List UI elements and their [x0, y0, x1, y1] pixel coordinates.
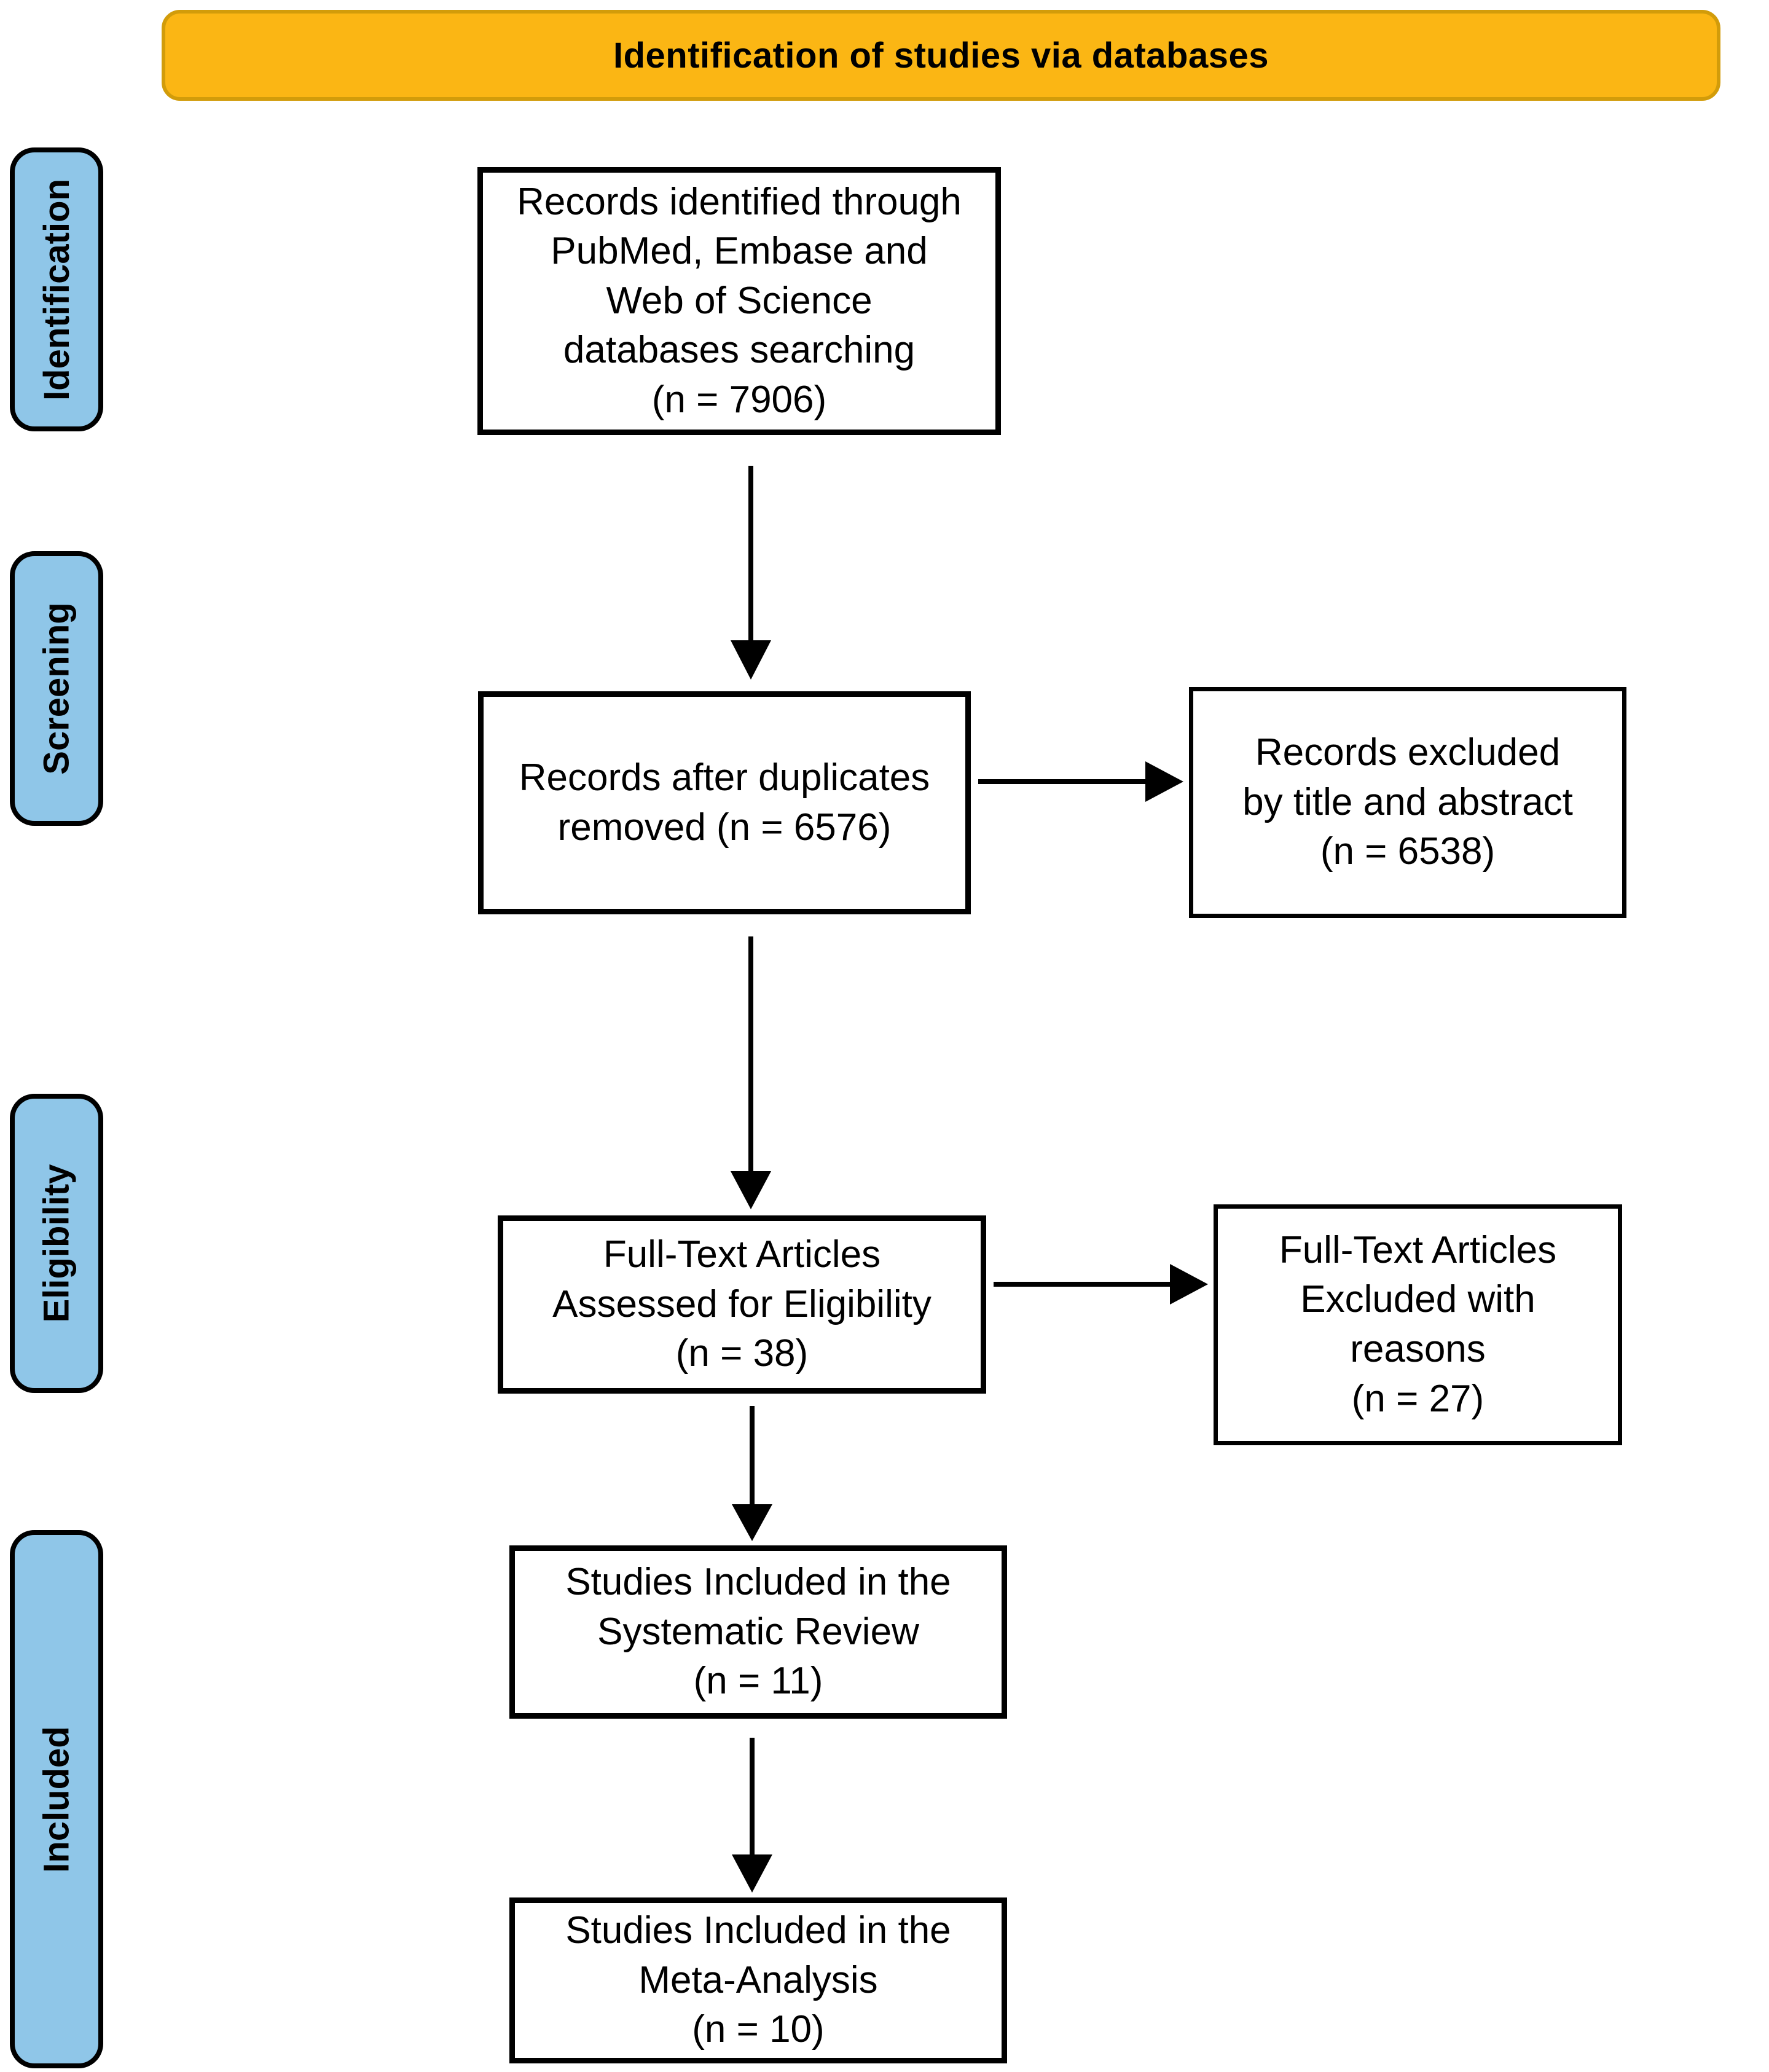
arrow-sysreview-to-meta — [732, 1738, 772, 1893]
box-records-identified: Records identified through PubMed, Embas… — [477, 167, 1001, 435]
box-fulltext-excluded: Full-Text Articles Excluded with reasons… — [1214, 1204, 1622, 1445]
stage-label-eligibility: Eligibility — [10, 1094, 103, 1393]
box-systematic-review-included: Studies Included in the Systematic Revie… — [509, 1545, 1007, 1719]
stage-label-eligibility-text: Eligibility — [36, 1164, 77, 1323]
box-records-identified-text: Records identified through PubMed, Embas… — [517, 180, 962, 421]
box-records-after-duplicates-text: Records after duplicates removed (n = 65… — [519, 756, 930, 849]
box-fulltext-excluded-text: Full-Text Articles Excluded with reasons… — [1279, 1228, 1557, 1420]
box-records-excluded-title-abstract-text: Records excluded by title and abstract (… — [1242, 731, 1573, 873]
arrow-deduplicated-to-fulltext — [731, 936, 771, 1209]
box-records-excluded-title-abstract: Records excluded by title and abstract (… — [1189, 687, 1626, 918]
stage-label-identification: Identification — [10, 147, 103, 431]
stage-label-identification-text: Identification — [36, 178, 77, 401]
box-fulltext-assessed-text: Full-Text Articles Assessed for Eligibil… — [552, 1233, 932, 1375]
arrow-deduplicated-to-excluded — [978, 761, 1183, 802]
stage-label-included: Included — [10, 1530, 103, 2068]
stage-label-screening: Screening — [10, 551, 103, 826]
stage-label-screening-text: Screening — [36, 602, 77, 775]
arrow-identified-to-deduplicated — [731, 466, 771, 680]
arrow-fulltext-to-sysreview — [732, 1406, 772, 1541]
box-meta-analysis-included: Studies Included in the Meta-Analysis (n… — [509, 1897, 1007, 2063]
banner-title: Identification of studies via databases — [613, 35, 1269, 76]
box-fulltext-assessed: Full-Text Articles Assessed for Eligibil… — [498, 1215, 986, 1394]
box-systematic-review-included-text: Studies Included in the Systematic Revie… — [565, 1561, 951, 1703]
box-meta-analysis-included-text: Studies Included in the Meta-Analysis (n… — [565, 1909, 951, 2051]
stage-label-included-text: Included — [36, 1725, 77, 1873]
box-records-after-duplicates: Records after duplicates removed (n = 65… — [478, 691, 971, 914]
banner: Identification of studies via databases — [162, 10, 1720, 101]
arrow-fulltext-to-excluded — [994, 1264, 1208, 1305]
